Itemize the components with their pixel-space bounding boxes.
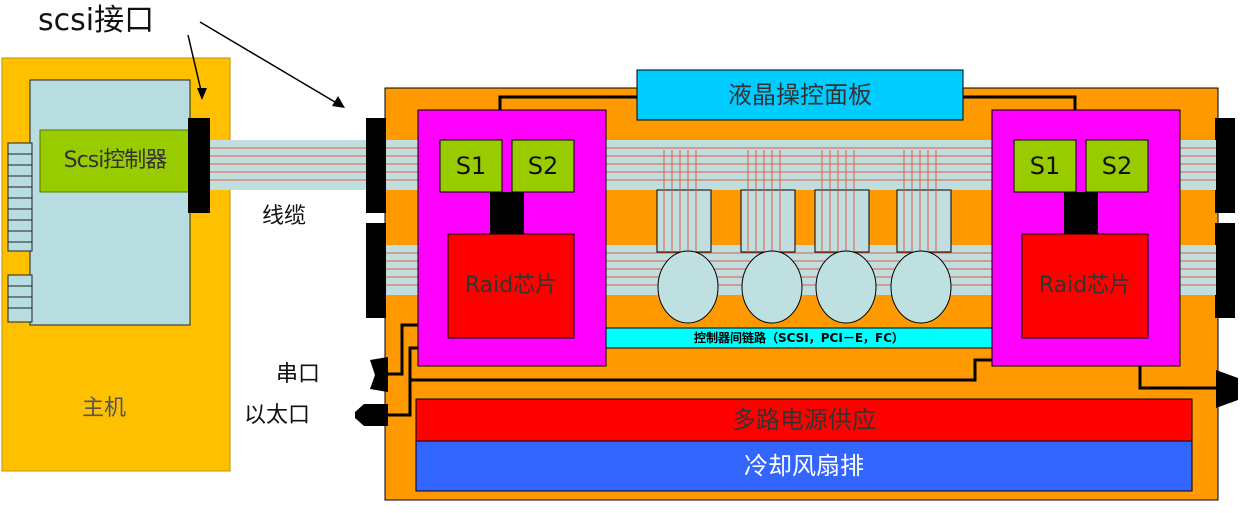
scsi-port-pointer	[187, 34, 203, 96]
controller-b-s2-box	[1085, 139, 1149, 193]
cooling-fans-label: 冷却风扇排	[744, 452, 864, 480]
expansion-slots-lower	[7, 274, 33, 323]
host-board	[29, 79, 191, 326]
serial-wire-right	[1138, 366, 1216, 390]
controller-link-label: 控制器间链路（SCSI，PCI－E，FC）	[693, 331, 905, 345]
controller-b-s1-label: S1	[1029, 152, 1061, 180]
scsi-port-label: scsi接口	[38, 3, 155, 38]
controller-a-s1-label: S1	[455, 152, 487, 180]
disk-4	[890, 250, 952, 324]
serial-port-label: 串口	[276, 362, 321, 387]
power-supply-bar	[415, 398, 1193, 442]
lcd-panel-label: 液晶操控面板	[728, 81, 872, 109]
scsi-controller-box	[39, 129, 191, 193]
controller-a-raid-label: Raid芯片	[464, 273, 558, 298]
controller-b-s2-label: S2	[1101, 152, 1133, 180]
cable-label: 线缆	[262, 204, 307, 229]
serial-port-connector-right	[1216, 370, 1238, 408]
disk-2	[741, 250, 803, 324]
power-supply-label: 多路电源供应	[732, 406, 876, 434]
disk-1	[657, 250, 719, 324]
ethernet-port-label: 以太口	[244, 403, 311, 428]
lcd-panel-box	[636, 69, 964, 121]
ethernet-port-connector	[355, 404, 388, 426]
controller-b-bridge	[1064, 192, 1098, 234]
host-scsi-port	[188, 118, 210, 213]
serial-wire-left	[388, 323, 418, 376]
controller-b-raid-label: Raid芯片	[1038, 273, 1132, 298]
disk-wires	[663, 150, 937, 252]
lcd-wire-left	[498, 95, 637, 110]
expansion-slots-upper	[7, 142, 33, 252]
scsi-port-pointer-2	[199, 21, 341, 106]
cooling-fans-bar	[415, 440, 1193, 492]
scsi-controller-label: Scsi控制器	[63, 148, 168, 173]
controller-link-bar	[605, 327, 993, 349]
controller-a-s2-box	[511, 139, 575, 193]
controller-b-raid-box	[1021, 233, 1149, 339]
ethernet-wire-cross	[410, 358, 992, 382]
scsi-cable-main	[210, 140, 368, 190]
controller-b-s1-box	[1013, 139, 1077, 193]
host-label: 主机	[82, 396, 127, 421]
controller-a-s1-box	[439, 139, 503, 193]
serial-port-connector	[370, 357, 388, 392]
disk-3	[815, 250, 877, 324]
enclosure-port-left-2	[366, 223, 386, 318]
enclosure-port-left-1	[366, 118, 386, 213]
controller-a-raid-box	[447, 233, 575, 339]
enclosure-port-right-2	[1215, 223, 1235, 318]
controller-a-s2-label: S2	[527, 152, 559, 180]
lcd-wire-right	[963, 95, 1077, 110]
controller-a-bridge	[490, 192, 524, 234]
enclosure-port-right-1	[1215, 118, 1235, 213]
